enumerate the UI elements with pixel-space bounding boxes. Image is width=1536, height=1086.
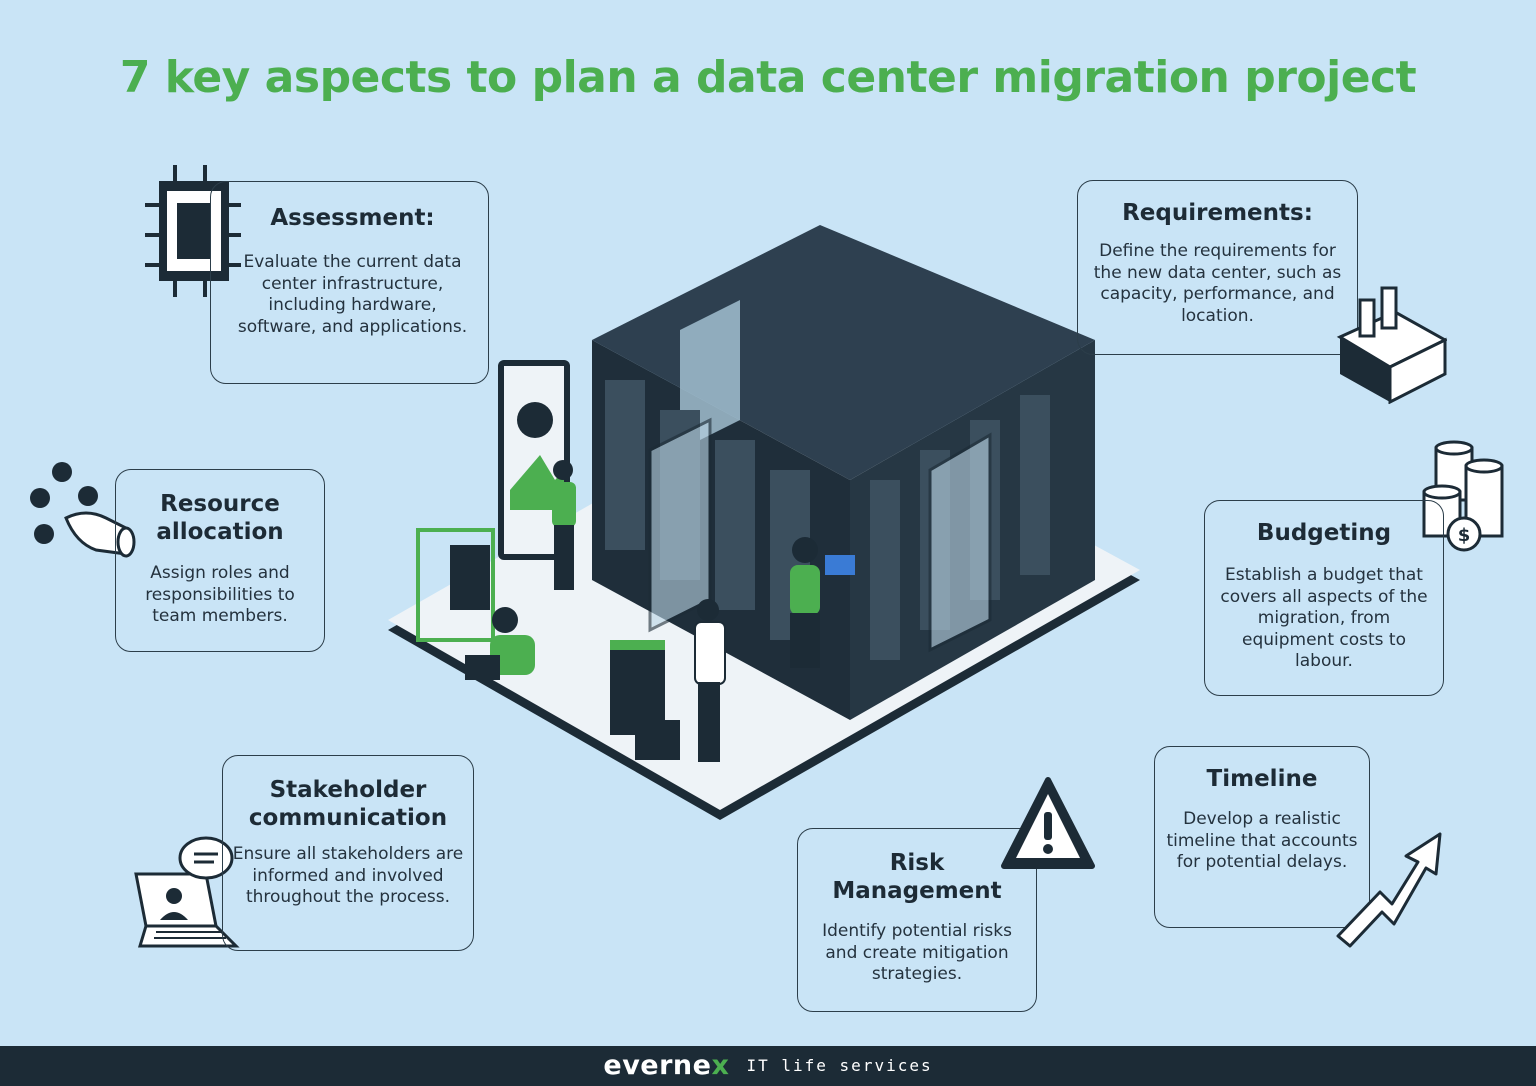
requirements-text: Define the requirements for the new data…: [1093, 241, 1342, 326]
requirements-card: Requirements: Define the requirements fo…: [1077, 180, 1358, 355]
stakeholder-communication-title: Stakeholder communication: [248, 777, 448, 831]
footer-bar: evernex IT life services: [0, 1046, 1536, 1086]
stakeholder-communication-text: Ensure all stakeholders are informed and…: [232, 844, 464, 907]
warning-icon: [1001, 777, 1095, 869]
svg-text:$: $: [1458, 525, 1471, 546]
factory-icon: [1336, 286, 1447, 404]
risk-management-text: Identify potential risks and create miti…: [822, 921, 1012, 984]
laptop-chat-icon: [134, 836, 240, 948]
brand-logo-main: everne: [603, 1050, 712, 1081]
risk-management-title: Risk Management: [832, 850, 1002, 904]
budgeting-text: Establish a budget that covers all aspec…: [1220, 565, 1428, 671]
brand-logo: evernex: [603, 1046, 729, 1086]
timeline-title: Timeline: [1206, 766, 1318, 792]
resource-allocation-card: Resource allocation Assign roles and res…: [115, 469, 325, 652]
timeline-text: Develop a realistic timeline that accoun…: [1166, 809, 1358, 872]
resource-allocation-text: Assign roles and responsibilities to tea…: [145, 563, 295, 626]
brand-logo-x: x: [711, 1050, 730, 1081]
trend-arrow-icon: [1336, 832, 1442, 948]
hand-pointer-icon: [30, 462, 136, 558]
resource-allocation-title: Resource allocation: [156, 491, 284, 545]
coin-stack-icon: $: [1422, 440, 1504, 552]
data-center-illustration: [388, 225, 1140, 820]
stakeholder-communication-card: Stakeholder communication Ensure all sta…: [222, 755, 474, 951]
assessment-text: Evaluate the current data center infrast…: [237, 252, 468, 337]
brand-tagline: IT life services: [746, 1056, 933, 1075]
assessment-title: Assessment:: [270, 205, 435, 231]
timeline-card: Timeline Develop a realistic timeline th…: [1154, 746, 1370, 928]
cpu-chip-icon: [145, 165, 241, 297]
page-title: 7 key aspects to plan a data center migr…: [119, 52, 1417, 103]
budgeting-card: Budgeting Establish a budget that covers…: [1204, 500, 1444, 696]
risk-management-card: Risk Management Identify potential risks…: [797, 828, 1037, 1012]
budgeting-title: Budgeting: [1256, 520, 1392, 546]
assessment-card: Assessment: Evaluate the current data ce…: [210, 181, 489, 384]
requirements-title: Requirements:: [1122, 200, 1313, 226]
